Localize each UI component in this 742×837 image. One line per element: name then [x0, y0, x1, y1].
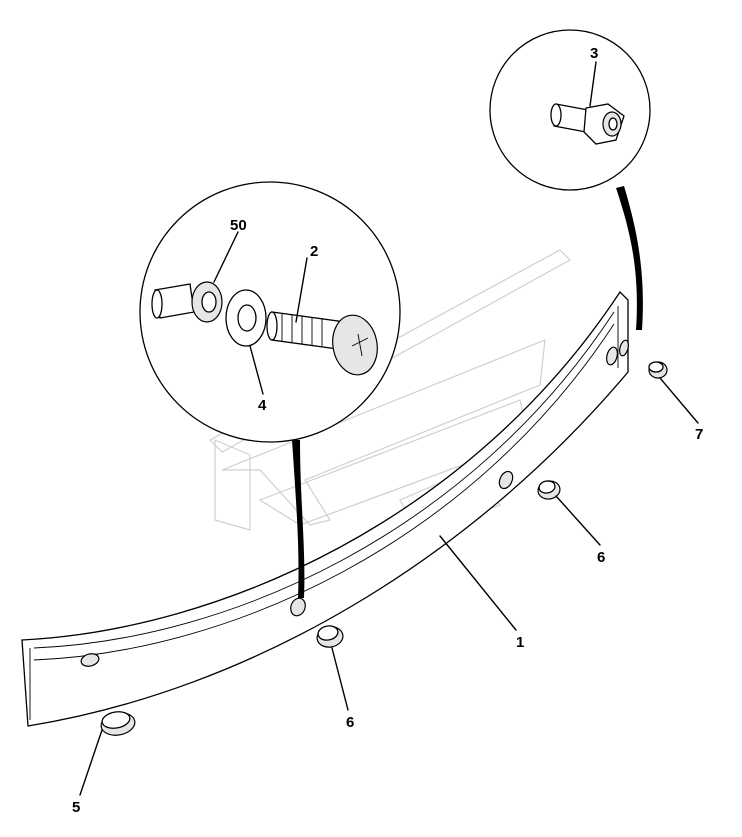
plug-part-6-upper	[537, 480, 561, 500]
bolt-part-2	[266, 311, 378, 376]
callout-4: 4	[258, 397, 267, 414]
callout-1: 1	[516, 634, 524, 651]
callout-5: 5	[72, 799, 80, 816]
callout-50: 50	[230, 217, 247, 234]
callout-3: 3	[590, 45, 598, 62]
plug-part-6-lower	[316, 625, 344, 648]
main-strip-part	[21, 290, 629, 727]
detail-circle-right	[489, 29, 651, 330]
washer-part-4	[225, 289, 267, 347]
rivet-nut-part-50	[151, 281, 223, 323]
callout-2: 2	[310, 243, 318, 260]
stud-part-3	[550, 103, 625, 145]
callout-7: 7	[695, 426, 703, 443]
callout-leaders	[79, 61, 699, 796]
callout-6-lower: 6	[346, 714, 354, 731]
detail-circle-left	[139, 181, 401, 598]
plug-part-5	[100, 711, 136, 736]
callout-6-upper: 6	[597, 549, 605, 566]
plug-part-7	[648, 361, 668, 379]
